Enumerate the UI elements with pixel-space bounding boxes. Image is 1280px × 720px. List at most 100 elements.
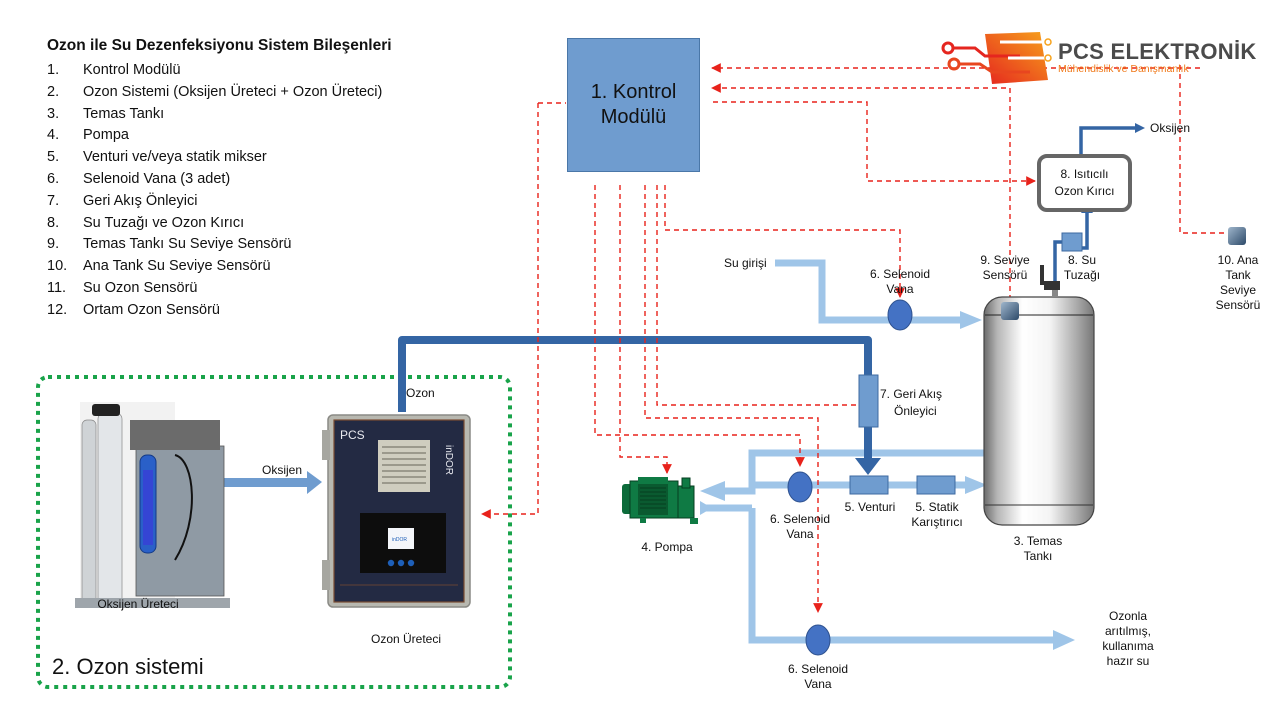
brand-subtitle: Mühendislik ve Danışmanlık [1058,63,1189,75]
legend-list: 1. Kontrol Modülü 2. Ozon Sistemi (Oksijen… [47,60,382,322]
backflow-label: 7. Geri Akış Önleyici [880,386,942,420]
ozone-arrow-head [855,458,881,475]
legend-item: 11. Su Ozon Sensörü [47,278,382,300]
control-module[interactable]: 1. Kontrol Modülü [567,38,700,172]
ozone-flow-label: Ozon [406,386,435,400]
backflow-label-line1: 7. Geri Akış [880,387,943,401]
legend-item-number: 3. [47,105,60,122]
valve-inlet-label: 6. Selenoid Vana [862,267,938,297]
legend-item-number: 2. [47,83,60,100]
brand-logo-icon [941,32,1052,84]
brand-name: PCS ELEKTRONİK [1058,39,1257,64]
main-tank-sensor-icon[interactable] [1228,227,1246,245]
treated-water-label: Ozonla arıtılmış, kullanıma hazır su [1088,609,1168,669]
ozone-generator-label: Ozon Üreteci [370,632,442,646]
legend-item: 7. Geri Akış Önleyici [47,191,382,213]
inlet-arrow-head [960,311,982,329]
valve-outlet-label-line2: Vana [804,677,832,691]
legend-item: 5. Venturi ve/veya statik mikser [47,147,382,169]
valve-loop-label-line2: Vana [786,527,814,541]
contact-tank-label-line2: Tankı [1023,549,1053,563]
main-tank-sensor-label-line4: Sensörü [1215,298,1261,312]
legend-item-label: Ozon Sistemi (Oksijen Üreteci + Ozon Üre… [83,83,383,100]
oxygen-exhaust-pipe [1079,126,1136,154]
oxygen-arrow-head [307,471,322,494]
pump-suction-arrow-head [700,501,712,515]
valve-inlet-label-line1: 6. Selenoid [869,267,931,281]
legend-item-number: 6. [47,170,60,187]
oxygen-flow-label: Oksijen [262,463,303,477]
legend-item-label: Temas Tankı [83,105,165,122]
legend-item-number: 7. [47,192,60,209]
brand: PCS ELEKTRONİK Mühendislik ve Danışmanlı… [940,30,1256,82]
water-trap-label-line1: 8. Su [1067,253,1097,267]
venturi-box[interactable] [849,475,889,495]
legend-item: 4.Pompa [47,125,382,147]
pump-return-arrow-head [700,481,725,501]
legend-item-label: Selenoid Vana (3 adet) [83,170,231,187]
contact-tank [983,296,1095,526]
backflow-label-line2: Önleyici [894,404,937,418]
ozone-generator-model: inDOR [443,445,454,475]
legend-item: 10. Ana Tank Su Seviye Sensörü [47,256,382,278]
water-trap-box[interactable] [1061,232,1083,252]
level-sensor-label-line1: 9. Seviye [980,253,1030,267]
control-module-line1: 1. Kontrol [590,81,677,103]
legend-item: 6. Selenoid Vana (3 adet) [47,169,382,191]
ozone-system-label: 2. Ozon sistemi [52,654,204,679]
pump-label: 4. Pompa [641,540,693,554]
level-sensor-label: 9. Seviye Sensörü [973,253,1037,283]
pump-icon[interactable] [622,477,698,524]
ozone-destructor[interactable]: 8. Isıtıcılı Ozon Kırıcı [1037,154,1132,212]
valve-loop[interactable] [787,471,813,503]
legend-item-label: Geri Akış Önleyici [83,192,198,209]
static-mixer-label-line2: Karıştırıcı [911,515,963,529]
treated-water-label-line3: kullanıma [1102,639,1154,653]
water-trap-fitting [1040,265,1060,297]
static-mixer-label-line1: 5. Statik [915,500,959,514]
oxygen-exhaust-arrow [1135,123,1145,133]
legend-item-number: 11. [47,279,67,296]
legend-item-number: 10. [47,258,68,275]
ozone-generator-image [322,414,471,608]
ozone-generator-screen-model: inDOR [392,537,407,543]
ozone-generator-brand: PCS [340,428,365,442]
backflow-preventer[interactable] [858,374,879,428]
ozone-destructor-line2: Ozon Kırıcı [1054,184,1115,198]
oxygen-generator-label: Oksijen Üreteci [97,597,179,611]
oxygen-pipe [222,478,309,487]
ozone-destructor-line1: 8. Isıtıcılı [1060,167,1109,181]
level-sensor-label-line2: Sensörü [982,268,1028,282]
static-mixer-box[interactable] [916,475,956,495]
valve-inlet-label-line2: Vana [886,282,914,296]
legend-item-label: Venturi ve/veya statik mikser [83,149,267,166]
mixer-arrow-head [965,476,987,494]
oxygen-generator-image [75,402,230,608]
legend-item-label: Kontrol Modülü [83,62,181,78]
tank-to-trap-pipe [1053,240,1062,285]
legend-item-number: 1. [47,62,60,78]
legend-item-label: Ana Tank Su Seviye Sensörü [83,258,271,275]
legend-title: Ozon ile Su Dezenfeksiyonu Sistem Bileşe… [47,37,392,54]
legend-item-label: Su Ozon Sensörü [83,279,198,296]
water-trap-label-line2: Tuzağı [1063,268,1101,282]
legend-item-label: Ortam Ozon Sensörü [83,301,220,318]
legend-item: 12. Ortam Ozon Sensörü [47,300,382,322]
legend-item-number: 12. [47,301,68,318]
valve-loop-label-line1: 6. Selenoid [769,512,831,526]
level-sensor-icon[interactable] [1001,302,1019,320]
treated-water-label-line4: hazır su [1106,654,1150,668]
treated-water-label-line1: Ozonla [1108,609,1148,623]
legend-item-number: 5. [47,149,60,166]
valve-outlet[interactable] [805,624,831,656]
ozone-system-border [36,375,512,689]
control-module-line2: Modülü [600,106,667,128]
valve-inlet[interactable] [887,299,913,331]
legend-item-label: Temas Tankı Su Seviye Sensörü [83,236,292,253]
contact-tank-label-line1: 3. Temas [1013,534,1063,548]
ozone-pipe [398,336,872,412]
main-tank-sensor-label: 10. Ana Tank Seviye Sensörü [1206,253,1270,313]
static-mixer-label: 5. Statik Karıştırıcı [906,500,968,530]
water-trap-label: 8. Su Tuzağı [1060,253,1104,283]
